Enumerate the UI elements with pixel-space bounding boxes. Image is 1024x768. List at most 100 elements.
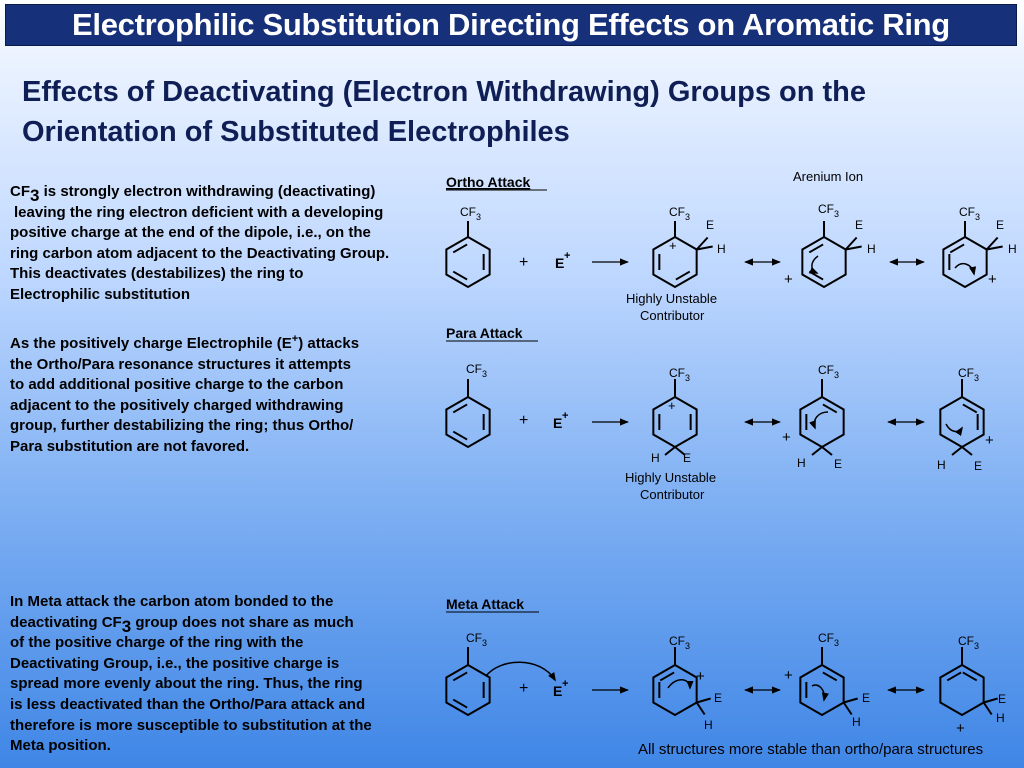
bond (664, 446, 676, 456)
double-bond (452, 430, 468, 441)
footer-note: All structures more stable than ortho/pa… (638, 741, 984, 758)
positive-charge: + (784, 667, 793, 684)
double-bond (452, 403, 468, 414)
para1-line4: ring carbon atom adjacent to the Deactiv… (10, 244, 390, 262)
h-label: H (852, 715, 861, 729)
arenium-ring (939, 663, 985, 717)
positive-charge: + (669, 238, 677, 253)
double-bond (452, 270, 468, 281)
cf3-subscript: 3 (685, 373, 690, 383)
para3-line4: Deactivating Group, i.e., the positive c… (10, 654, 340, 672)
para3-line1: In Meta attack the carbon atom bonded to… (10, 593, 334, 610)
cf3-subscript: 3 (975, 212, 980, 222)
cf3-subscript: 3 (482, 369, 487, 379)
para2-line3: to add additional positive charge to the… (10, 376, 344, 394)
cf3-subscript: 3 (685, 212, 690, 222)
bond (982, 701, 993, 716)
benzene-ring (445, 663, 491, 717)
positive-charge: + (988, 271, 997, 288)
bond (844, 236, 858, 251)
arenium-ion-label: Arenium Ion (793, 169, 863, 184)
positive-charge: + (956, 720, 965, 737)
cf3-label: CF3 (460, 205, 481, 222)
contributor-label: Contributor (640, 487, 705, 502)
double-bond (659, 671, 675, 682)
plus-sign: + (519, 412, 528, 429)
plus-sign: + (519, 680, 528, 697)
double-bond (962, 671, 978, 682)
para3-line5: spread more evenly about the ring. Thus,… (10, 675, 363, 693)
highly-unstable-label: Highly Unstable (625, 470, 716, 485)
benzene-ring (445, 395, 491, 449)
e-label: E (834, 457, 842, 471)
cf3-label: CF3 (818, 363, 839, 380)
e-label: E (706, 218, 714, 232)
h-label: H (867, 242, 876, 256)
para3-line3: of the positive charge of the ring with … (10, 634, 304, 652)
electrophile-charge: + (562, 410, 568, 422)
bond (843, 697, 858, 704)
bond (821, 446, 833, 456)
para1-line2: leaving the ring electron deficient with… (14, 203, 384, 221)
curved-electron-arrow (667, 679, 694, 690)
para3-line2a: deactivating CF (10, 613, 122, 631)
highly-unstable-label: Highly Unstable (626, 291, 717, 306)
cf3-label: CF3 (466, 362, 487, 379)
cf3-subscript: 3 (685, 641, 690, 651)
cf3-label: CF3 (958, 366, 979, 383)
para3-line6: is less deactivated than the Ortho/Para … (10, 695, 366, 713)
cf3-subscript: 3 (834, 638, 839, 648)
superscript-plus: + (291, 333, 299, 345)
bond (674, 446, 686, 456)
h-label: H (704, 718, 713, 732)
e-label: E (714, 691, 722, 705)
cf3-subscript: 3 (834, 209, 839, 219)
curved-electron-arrow (485, 661, 556, 682)
h-label: H (797, 456, 806, 470)
meta-attack-heading: Meta Attack (446, 596, 524, 612)
para3-line8: Meta position. (10, 737, 111, 755)
para3-line2b: group does not share as much (131, 613, 354, 631)
positive-charge: + (696, 668, 705, 685)
double-bond (808, 243, 824, 254)
bond (985, 236, 999, 251)
para2-line1b: ) attacks (298, 335, 360, 352)
cf3-label: CF3 (466, 631, 487, 648)
para2-line4: adjacent to the positively charged withd… (10, 396, 344, 414)
positive-charge: + (784, 271, 793, 288)
para3-line7: therefore is more susceptible to substit… (10, 716, 372, 734)
h-label: H (996, 711, 1005, 725)
curved-electron-arrow (808, 255, 819, 274)
double-bond (822, 671, 838, 682)
electrophile-charge: + (562, 678, 568, 690)
paragraph-ortho-para: As the positively charge Electrophile (E… (10, 334, 359, 458)
electrophile-charge: + (564, 250, 570, 262)
bond (695, 236, 709, 251)
para1-line5: This deactivates (destabilizes) the ring… (10, 265, 304, 283)
curved-electron-arrow (809, 411, 829, 430)
cf3-label: CF3 (958, 634, 979, 651)
subscript-3: 3 (121, 616, 132, 636)
double-bond (452, 671, 468, 682)
bond (845, 245, 862, 251)
e-label: E (855, 218, 863, 232)
cf3-subscript: 3 (482, 638, 487, 648)
double-bond (822, 403, 838, 414)
slide-title: Electrophilic Substitution Directing Eff… (5, 4, 1017, 46)
bond (695, 701, 706, 716)
para2-line2: the Ortho/Para resonance structures it a… (10, 355, 351, 373)
h-label: H (1008, 242, 1017, 256)
double-bond (452, 243, 468, 254)
e-label: E (974, 459, 982, 473)
paragraph-meta: In Meta attack the carbon atom bonded to… (10, 592, 372, 757)
double-bond (946, 671, 962, 682)
bond (951, 446, 963, 456)
bond (983, 697, 998, 704)
curved-electron-arrow (954, 263, 977, 276)
double-bond (949, 243, 965, 254)
cf3-label: CF3 (818, 202, 839, 219)
double-bond (452, 698, 468, 709)
slide-subtitle: Effects of Deactivating (Electron Withdr… (22, 76, 867, 148)
cf3-subscript: 3 (476, 212, 481, 222)
ortho-attack-heading: Ortho Attack (446, 174, 530, 190)
